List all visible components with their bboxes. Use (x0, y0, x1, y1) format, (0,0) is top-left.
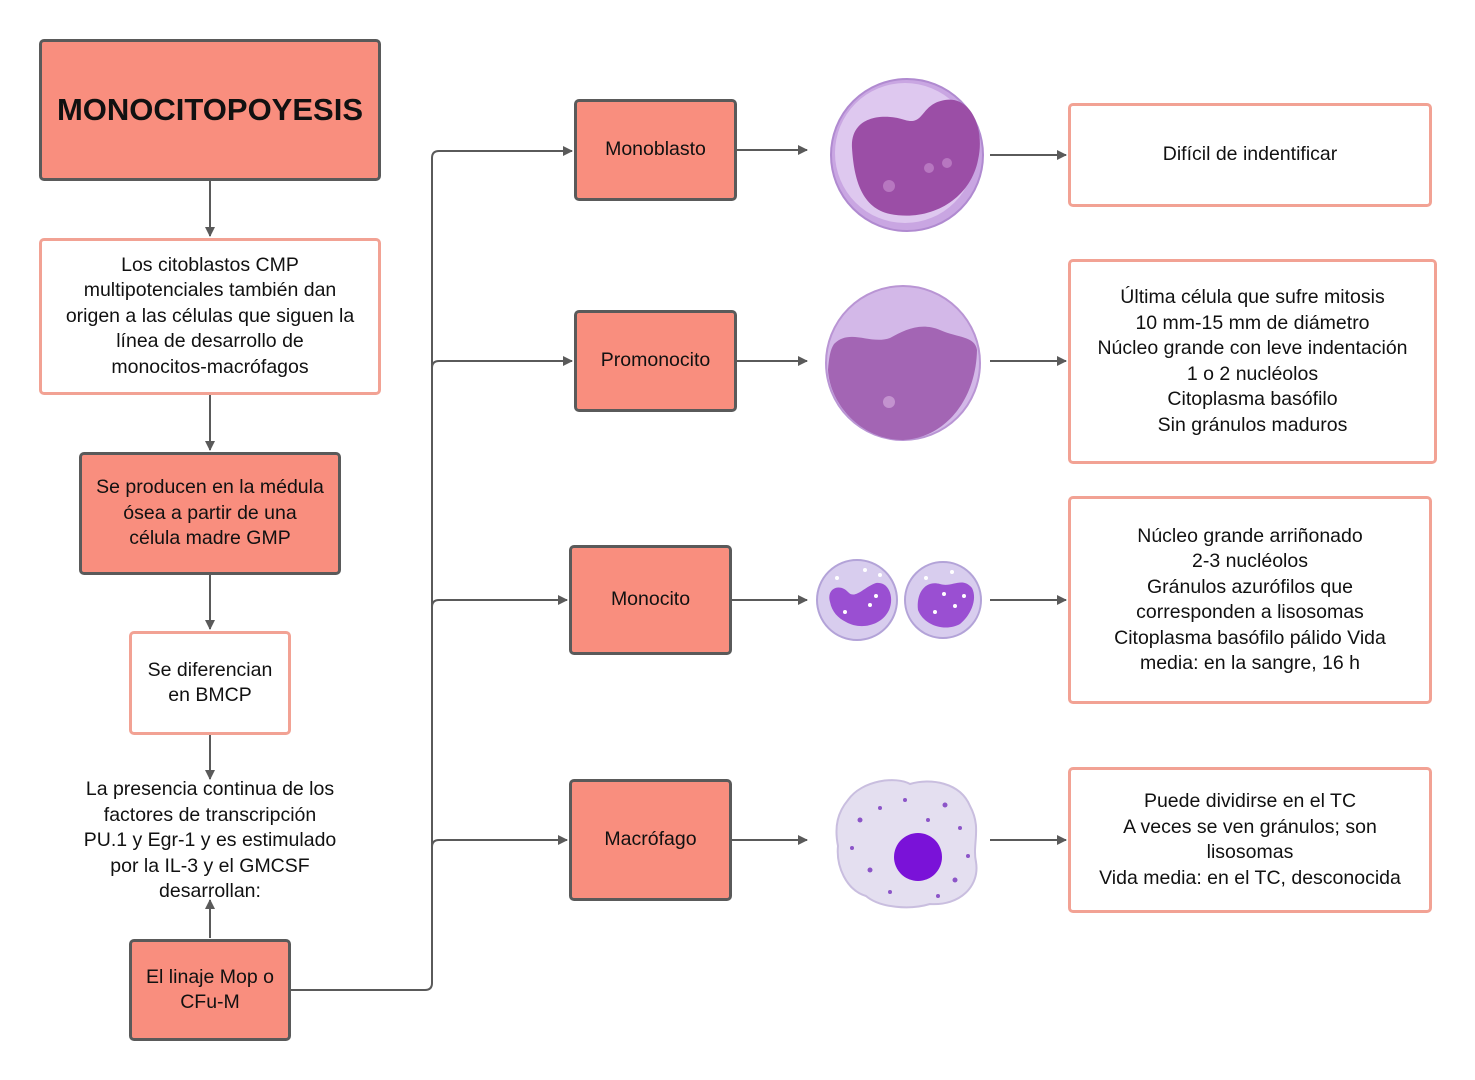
stage-promonocito: Promonocito (574, 310, 737, 412)
step-cmp-origin: Los citoblastos CMP multipotenciales tam… (39, 238, 381, 395)
step-linaje-mop: El linaje Mop o CFu-M (129, 939, 291, 1041)
desc-monocito: Núcleo grande arriñonado 2-3 nucléolos G… (1068, 496, 1432, 704)
trunk-line (291, 150, 440, 991)
stage-monocito: Monocito (569, 545, 732, 655)
arrow-to-monocito (431, 595, 568, 608)
diagram-title: MONOCITOPOYESIS (39, 39, 381, 181)
stage-macrofago: Macrófago (569, 779, 732, 901)
desc-macrofago: Puede dividirse en el TC A veces se ven … (1068, 767, 1432, 913)
monocito-cell-image (816, 559, 982, 641)
step-medula-gmp: Se producen en la médula ósea a partir d… (79, 452, 341, 575)
arrow-to-macrofago (431, 835, 568, 848)
stage-monoblasto: Monoblasto (574, 99, 737, 201)
step-bmcp: Se diferencian en BMCP (129, 631, 291, 735)
desc-monoblasto: Difícil de indentificar (1068, 103, 1432, 207)
monoblasto-cell-image (830, 78, 984, 232)
promonocito-cell-image (825, 285, 981, 441)
macrofago-cell-image (835, 779, 978, 909)
desc-promonocito: Última célula que sufre mitosis 10 mm-15… (1068, 259, 1437, 464)
arrow-to-promonocito (431, 356, 573, 369)
step-transcription-factors: La presencia continua de los factores de… (83, 778, 337, 903)
